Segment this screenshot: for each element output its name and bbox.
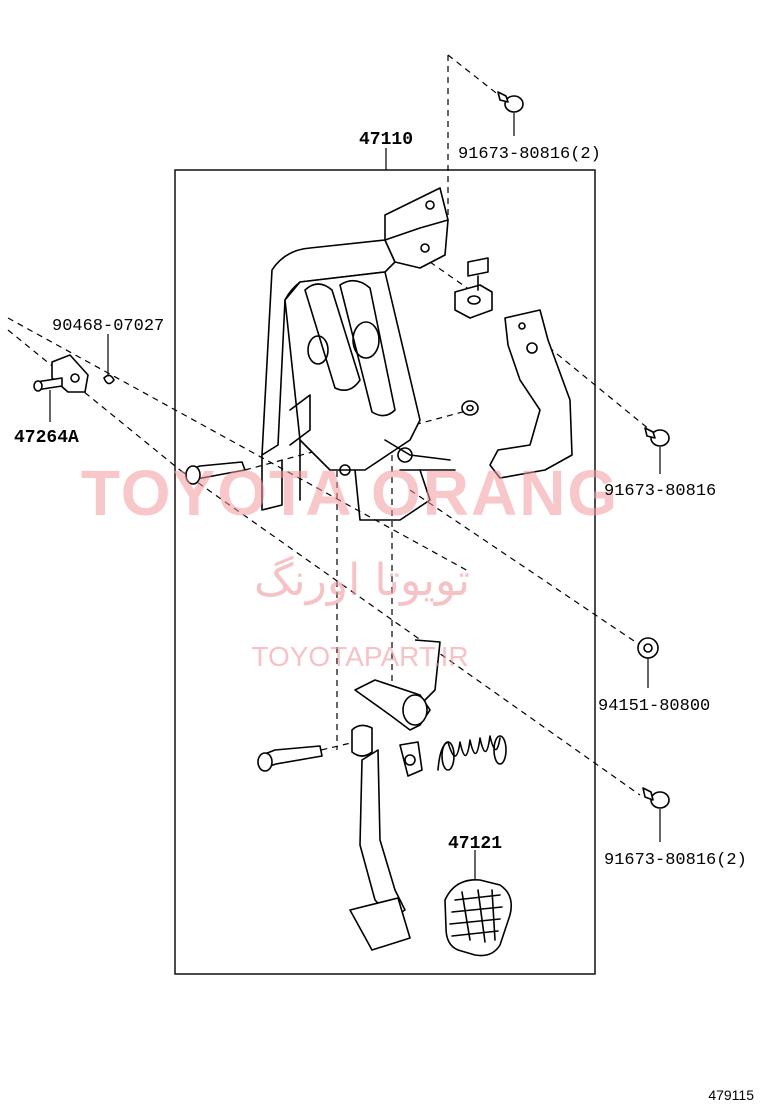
label-pin: 47264A	[14, 428, 79, 448]
label-bolt-lower: 91673-80816(2)	[604, 851, 747, 870]
watermark-brand-persian: تویوتا اورنگ	[254, 555, 470, 606]
clip-and-pin	[33, 354, 115, 393]
bolt-lower-graphic	[642, 787, 670, 809]
label-pedal-bracket: 47110	[359, 130, 413, 150]
bolt-right-graphic	[644, 427, 670, 447]
figure-number: 479115	[708, 1087, 754, 1103]
leader-lines	[49, 113, 661, 880]
label-bolt-top: 91673-80816(2)	[458, 145, 601, 164]
pedal-bracket	[261, 187, 456, 521]
assembly-boundary-box	[174, 169, 596, 975]
bracket-nut-clip	[454, 257, 493, 319]
through-bolt	[185, 461, 246, 485]
clutch-pedal-arm	[349, 639, 441, 951]
label-pedal-pad: 47121	[448, 834, 502, 854]
label-bolt-right: 91673-80816	[604, 482, 716, 501]
watermark-site: TOYOTAPART.IR	[251, 641, 468, 672]
pedal-pivot-bolt	[257, 745, 323, 772]
return-spring	[437, 735, 507, 771]
label-nut: 94151-80800	[598, 697, 710, 716]
watermark-brand: TOYOTA ORANG	[81, 457, 619, 529]
side-stay-bracket	[489, 309, 573, 479]
bolt-top-graphic	[497, 91, 524, 113]
nut-graphic	[637, 637, 659, 659]
pedal-pad	[444, 879, 513, 957]
label-clip: 90468-07027	[52, 317, 164, 336]
bracket-nut	[461, 400, 479, 416]
